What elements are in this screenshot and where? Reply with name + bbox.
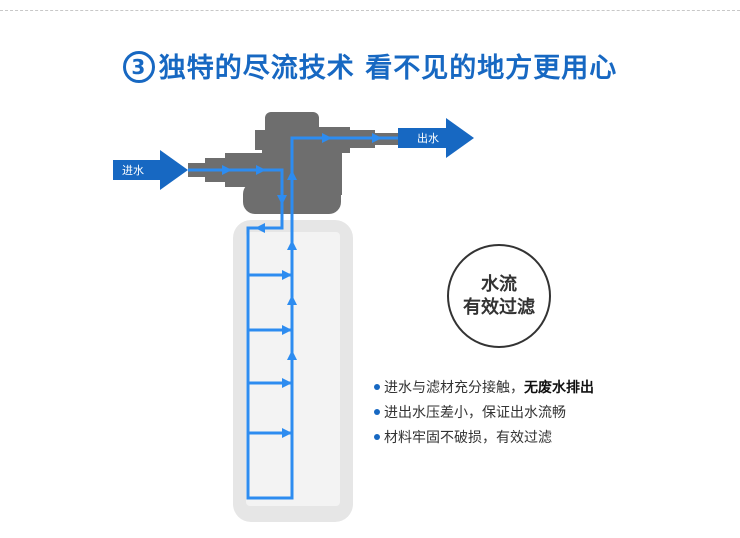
title-text: 独特的尽流技术 看不见的地方更用心: [158, 53, 618, 84]
feature-list: 进水与滤材充分接触，无废水排出 进出水压差小，保证出水流畅 材料牢固不破损，有效…: [374, 376, 594, 451]
water-flow-path: [188, 136, 398, 500]
outlet-label: 出水: [417, 131, 439, 145]
badge-line-2: 有效过滤: [463, 297, 535, 318]
feature-badge: 水流 有效过滤: [447, 244, 551, 348]
list-item: 进水与滤材充分接触，无废水排出: [374, 376, 594, 401]
bullet-icon: [374, 434, 380, 440]
step-number-badge: 3: [122, 51, 155, 83]
inlet-label: 进水: [122, 164, 144, 177]
top-divider: [0, 10, 740, 11]
inlet-arrow: 进水: [113, 150, 188, 190]
bullet-icon: [374, 384, 380, 390]
flow-arrowheads: [222, 133, 382, 438]
bullet-icon: [374, 409, 380, 415]
outlet-arrow: 出水: [398, 118, 474, 158]
badge-line-1: 水流: [481, 274, 517, 295]
list-item: 进出水压差小，保证出水流畅: [374, 401, 594, 426]
list-item: 材料牢固不破损，有效过滤: [374, 426, 594, 451]
filter-head: [188, 112, 400, 214]
